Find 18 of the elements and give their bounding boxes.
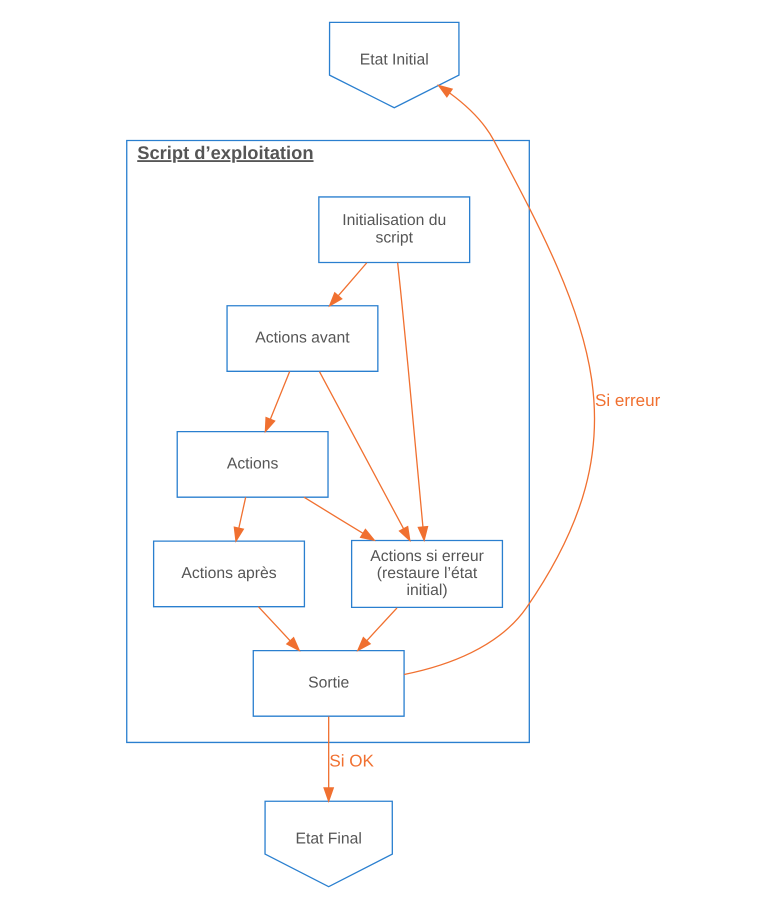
arrow [322,716,334,803]
arrow [318,371,410,542]
node-box: Actions [176,430,328,498]
arrow [396,262,428,542]
node-box: Actions après [152,540,305,608]
arrow [303,496,376,542]
edge-label: Si OK [328,752,374,771]
arrow [328,262,367,308]
node-box: Actions avant [226,305,378,372]
node-box: Initialisation du script [318,196,470,264]
arrow [233,497,246,543]
arrow [264,371,290,434]
arrow [356,607,397,652]
node-box: Actions si erreur (restaure l’état initial) [350,540,503,608]
node-box: Sortie [252,650,404,717]
arrow [404,84,595,676]
edge-label: Si erreur [594,390,660,410]
arrow [257,606,300,652]
